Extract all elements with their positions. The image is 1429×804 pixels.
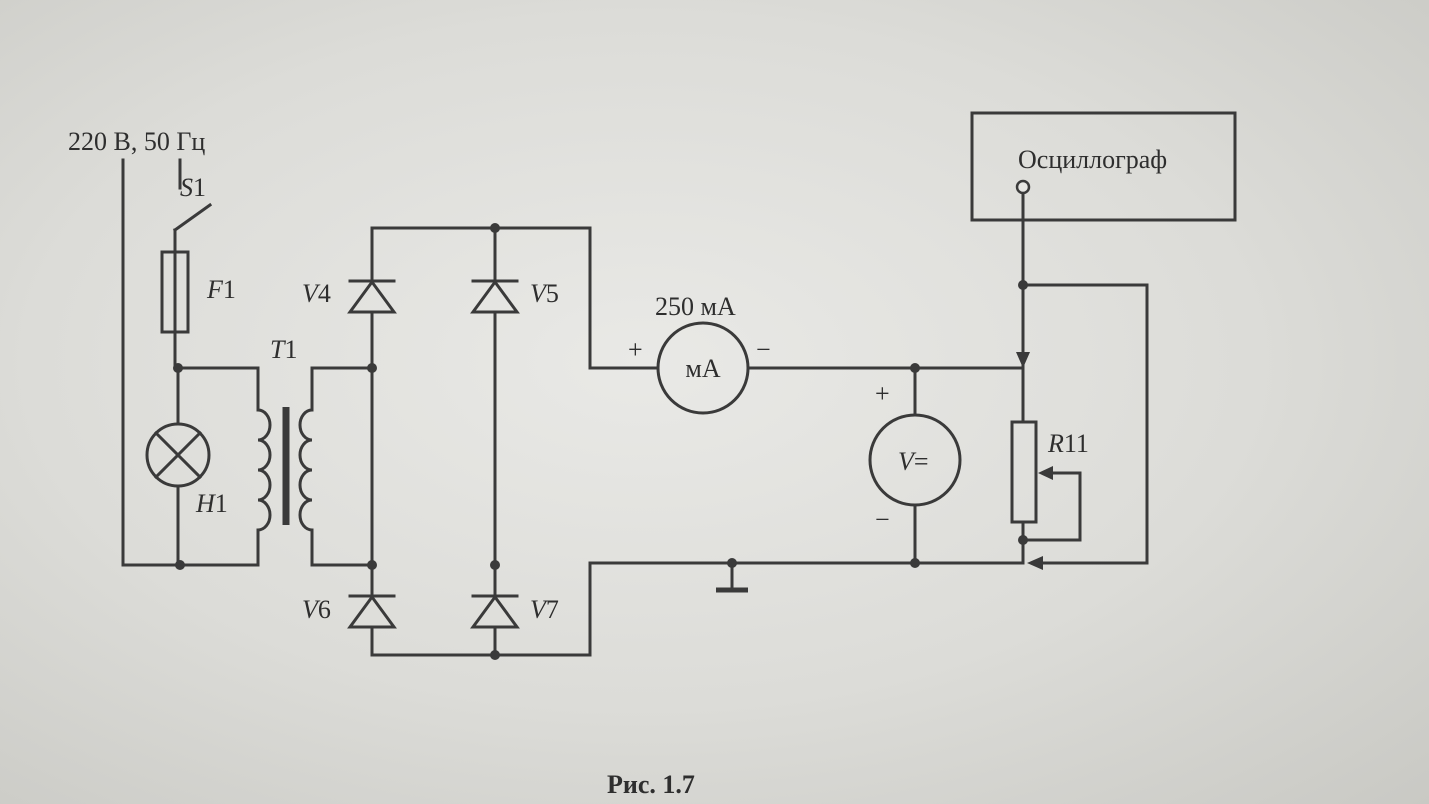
diode-triangle: [347, 279, 397, 314]
mains-source: 220 В, 50 Гц: [68, 127, 205, 567]
lamp-label: H1: [195, 489, 228, 518]
ammeter-circle: [656, 321, 750, 415]
switch-label: S1: [180, 173, 206, 202]
arrow-icon: [1027, 556, 1043, 570]
diode-triangle: [347, 594, 397, 629]
ammeter-minus: −: [756, 335, 771, 364]
diode-label-v5: V5: [530, 279, 559, 308]
oscilloscope-label: Осциллограф: [1018, 145, 1167, 174]
voltmeter: V= + −: [868, 366, 962, 565]
bridge-rectifier: V4 V5 V6 V7: [302, 223, 592, 660]
resistor-label: R11: [1047, 429, 1089, 458]
diode-v4: V4: [302, 279, 397, 314]
voltmeter-plus: +: [875, 379, 890, 408]
diode-label-v6: V6: [302, 595, 331, 624]
switch-blade: [172, 202, 213, 233]
oscilloscope: Осциллограф: [970, 111, 1237, 222]
lamp-h1: H1: [145, 363, 228, 570]
voltmeter-symbol: V=: [898, 447, 929, 476]
switch-s1: S1: [172, 173, 213, 254]
fuse-label: F1: [206, 275, 236, 304]
ammeter-range: 250 мА: [655, 292, 736, 321]
diode-v6: V6: [302, 594, 397, 629]
wiper-arrow-icon: [1038, 466, 1053, 480]
figure-caption: Рис. 1.7: [607, 770, 695, 799]
diode-v7: V7: [470, 594, 559, 629]
transformer-t1: T1: [176, 335, 314, 567]
probe-terminal: [1015, 179, 1031, 195]
fuse-f1: F1: [160, 250, 236, 370]
voltmeter-minus: −: [875, 505, 890, 534]
oscilloscope-box: [970, 111, 1237, 222]
arrow-icon: [1016, 352, 1030, 368]
potentiometer-r11: R11: [1010, 283, 1089, 565]
diode-triangle: [470, 279, 520, 314]
diode-label-v4: V4: [302, 279, 331, 308]
lamp-cross-b: [153, 430, 203, 480]
ground-symbol: [716, 561, 748, 593]
transformer-label: T1: [270, 335, 297, 364]
source-label: 220 В, 50 Гц: [68, 127, 205, 156]
diode-label-v7: V7: [530, 595, 559, 624]
ammeter-symbol: мА: [685, 354, 720, 383]
resistor-body: [1010, 420, 1038, 524]
diode-v5: V5: [470, 279, 559, 314]
secondary-winding: [298, 408, 313, 532]
ammeter: мА 250 мА + −: [628, 292, 771, 415]
primary-winding: [257, 408, 272, 532]
output-circuit: мА 250 мА + − V= + −: [588, 111, 1237, 657]
diode-triangle: [470, 594, 520, 629]
ammeter-plus: +: [628, 335, 643, 364]
